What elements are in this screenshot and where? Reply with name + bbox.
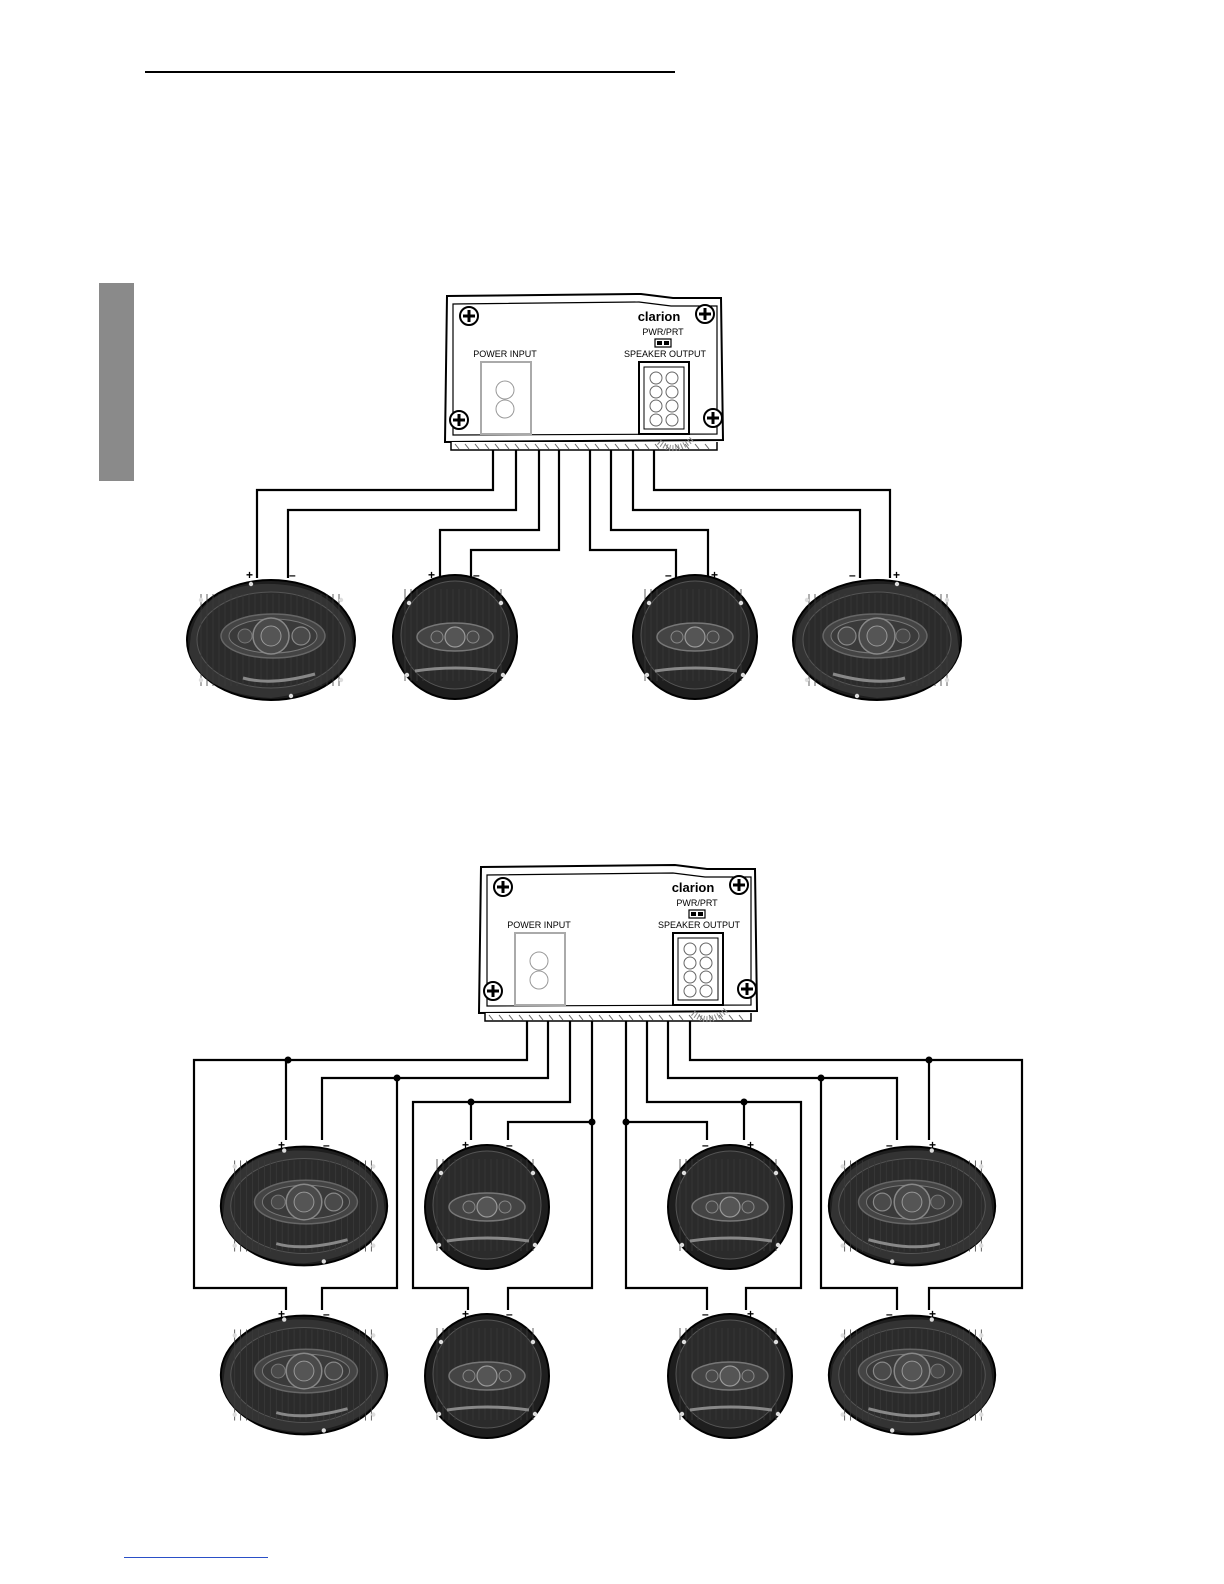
oval-speaker-6x9 bbox=[829, 1147, 995, 1266]
speaker bbox=[221, 1147, 387, 1266]
round-speaker bbox=[668, 1314, 792, 1438]
screw-icon bbox=[730, 876, 748, 894]
power-input-terminal bbox=[515, 933, 565, 1005]
oval-speaker-6x9 bbox=[221, 1316, 387, 1435]
speaker-output-label: SPEAKER OUTPUT bbox=[658, 920, 741, 930]
screw-icon bbox=[484, 982, 502, 1000]
speaker bbox=[829, 1147, 995, 1266]
speaker bbox=[829, 1316, 995, 1435]
speaker bbox=[668, 1314, 792, 1438]
round-speaker bbox=[668, 1145, 792, 1269]
speaker bbox=[668, 1145, 792, 1269]
pwr-prt-indicator-icon bbox=[689, 910, 705, 918]
oval-speaker-6x9 bbox=[221, 1147, 387, 1266]
round-speaker bbox=[425, 1145, 549, 1269]
speaker bbox=[425, 1314, 549, 1438]
speaker bbox=[425, 1145, 549, 1269]
oval-speaker-6x9 bbox=[829, 1316, 995, 1435]
junction-dots bbox=[285, 1057, 933, 1126]
speaker-output-terminal bbox=[673, 933, 723, 1005]
screw-icon bbox=[738, 980, 756, 998]
power-input-label: POWER INPUT bbox=[507, 920, 571, 930]
brand-logo: clarion bbox=[672, 880, 715, 895]
indicator-label: PWR/PRT bbox=[676, 898, 718, 908]
round-speaker bbox=[425, 1314, 549, 1438]
screw-icon bbox=[494, 878, 512, 896]
speaker bbox=[221, 1316, 387, 1435]
